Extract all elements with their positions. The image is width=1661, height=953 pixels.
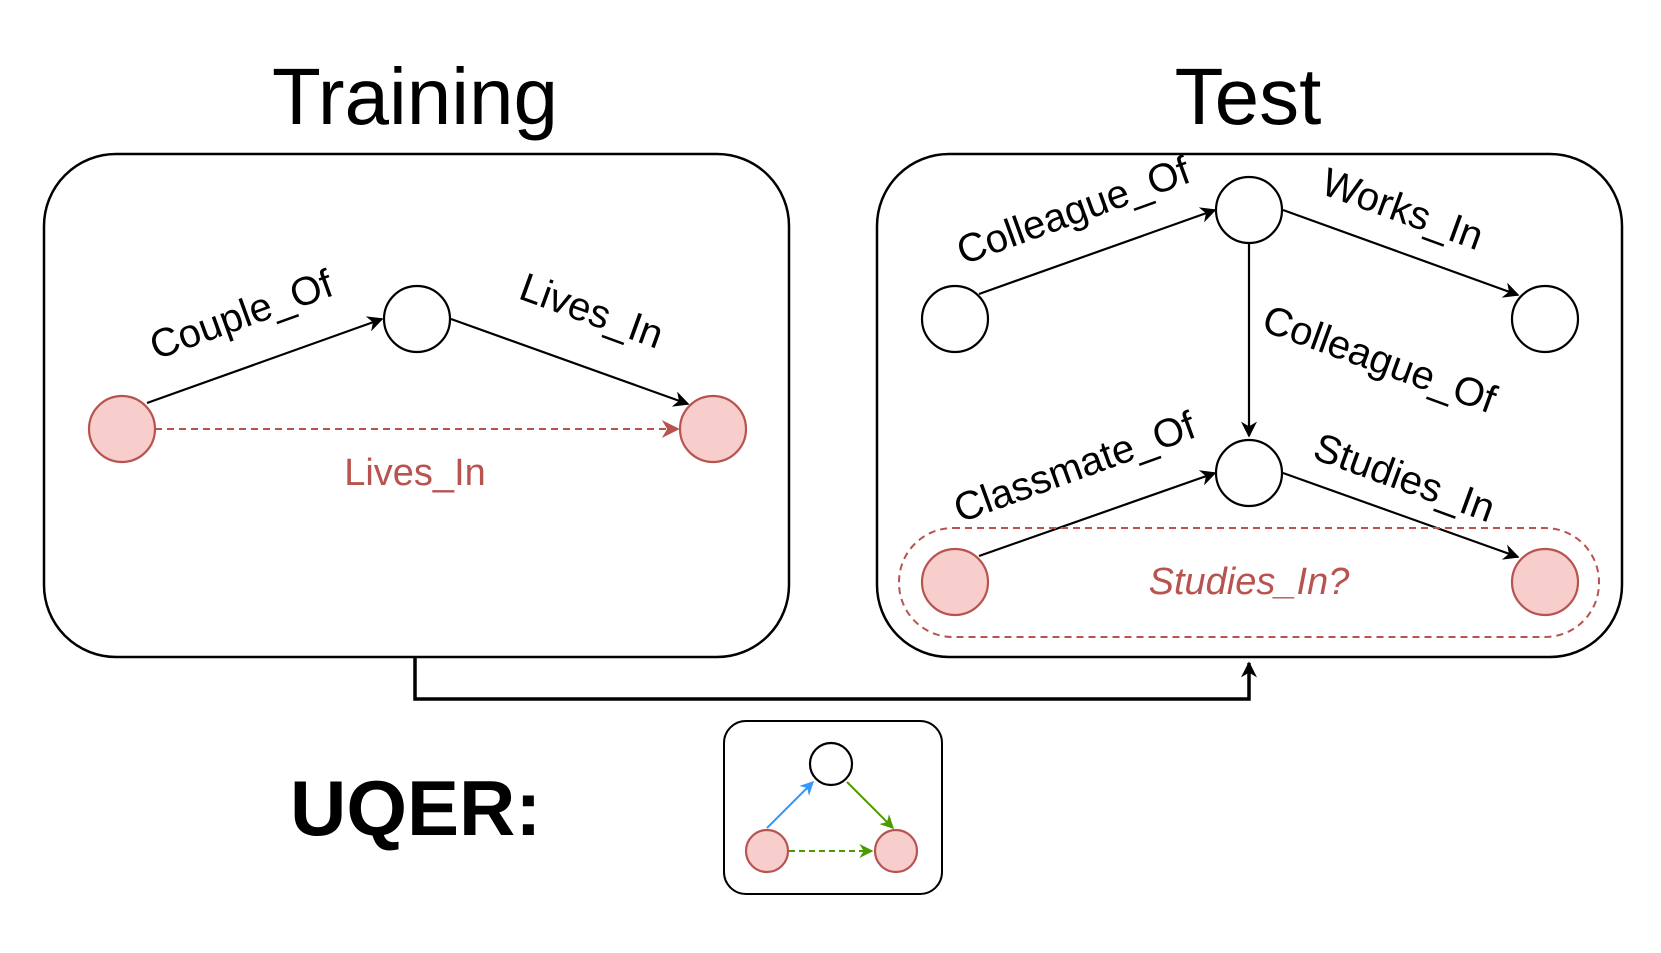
test-node-top [1214,175,1284,245]
rule-edge-green [846,781,894,829]
training-edge-lives-in [450,317,690,407]
training-edge-couple-of [146,316,384,405]
training-node-tail [678,394,748,464]
test-node-query-head [920,547,990,617]
rule-node-top [808,741,854,787]
rule-node-tail [873,828,919,874]
rule-edge-blue [766,781,814,829]
training-label-inferred: Lives_In [344,452,486,494]
test-node-left [920,284,990,354]
training-title: Training [272,52,558,141]
test-node-middle [1214,438,1284,508]
test-edge-works-in [1282,208,1520,298]
test-node-query-tail [1510,547,1580,617]
training-to-test-connector [413,657,1257,701]
training-node-middle [382,284,452,354]
training-node-head [87,394,157,464]
test-query-region [898,527,1600,638]
test-title: Test [1175,52,1322,141]
uqer-label: UQER: [290,764,541,852]
training-panel [42,152,791,659]
test-node-right [1510,284,1580,354]
test-edge-studies-in [1282,471,1520,560]
test-label-query: Studies_In? [1149,561,1351,603]
test-edge-colleague-of-top [978,207,1217,296]
rule-node-head [744,828,790,874]
test-edge-classmate-of [978,470,1217,558]
